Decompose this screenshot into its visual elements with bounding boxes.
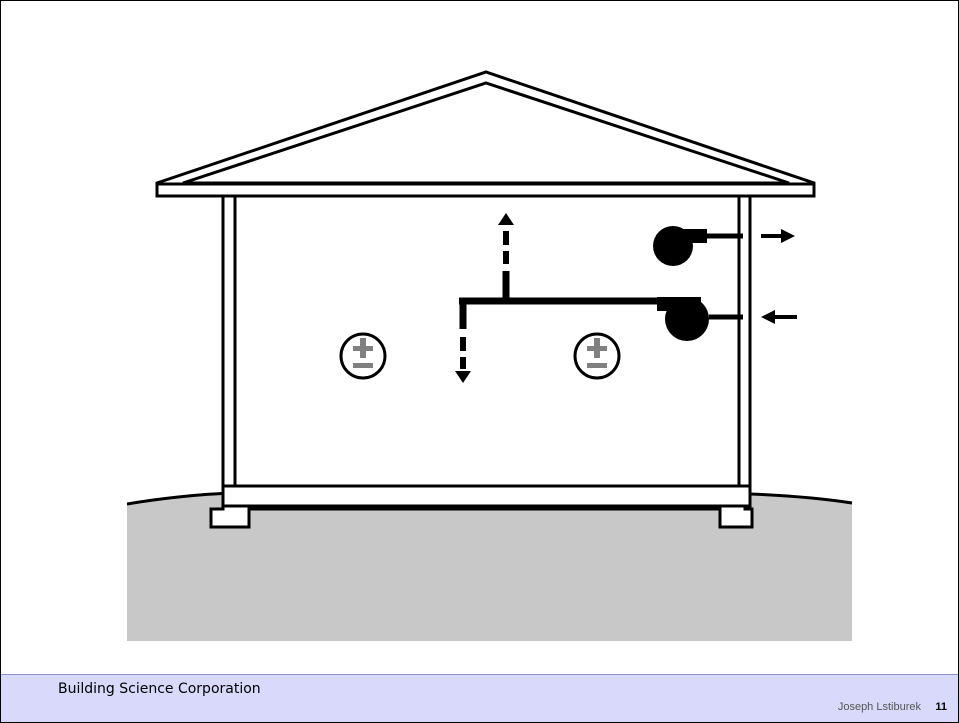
page-number: 11 xyxy=(935,701,947,713)
author-name: Joseph Lstiburek xyxy=(837,701,921,713)
arrow-up-icon xyxy=(498,213,514,225)
neutral-pressure-icon-left xyxy=(339,332,387,380)
roof-inner xyxy=(182,81,790,185)
supply-fan-icon xyxy=(657,297,797,341)
slide-footer: Building Science Corporation Joseph Lsti… xyxy=(1,674,958,722)
house-ventilation-diagram xyxy=(126,70,853,641)
organization-name: Building Science Corporation xyxy=(58,681,261,697)
neutral-pressure-icon-right xyxy=(573,332,621,380)
exhaust-fan-icon xyxy=(653,226,795,266)
arrow-down-icon xyxy=(455,371,471,383)
arrow-left-icon xyxy=(761,310,775,324)
ground xyxy=(127,493,852,641)
wall-left xyxy=(221,194,237,493)
arrow-right-icon xyxy=(781,229,795,243)
floor-slab xyxy=(221,484,752,508)
wall-right xyxy=(737,194,752,493)
